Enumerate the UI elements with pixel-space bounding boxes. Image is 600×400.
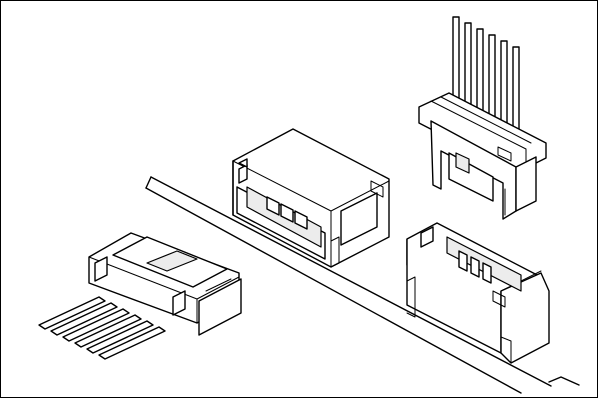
pcb-header-vertical-6-pin	[418, 16, 547, 220]
board-plane	[145, 176, 580, 394]
header-pins	[452, 16, 520, 150]
pcb-receptacle-angled	[232, 128, 390, 268]
plug-wires	[38, 296, 166, 360]
receptacle-contacts	[266, 196, 308, 230]
cable-plug-6-pin	[38, 232, 242, 360]
pin1-mark-icon	[238, 158, 248, 168]
pcb-receptacle-vertical	[406, 222, 550, 364]
receptacle-slots	[458, 250, 492, 284]
